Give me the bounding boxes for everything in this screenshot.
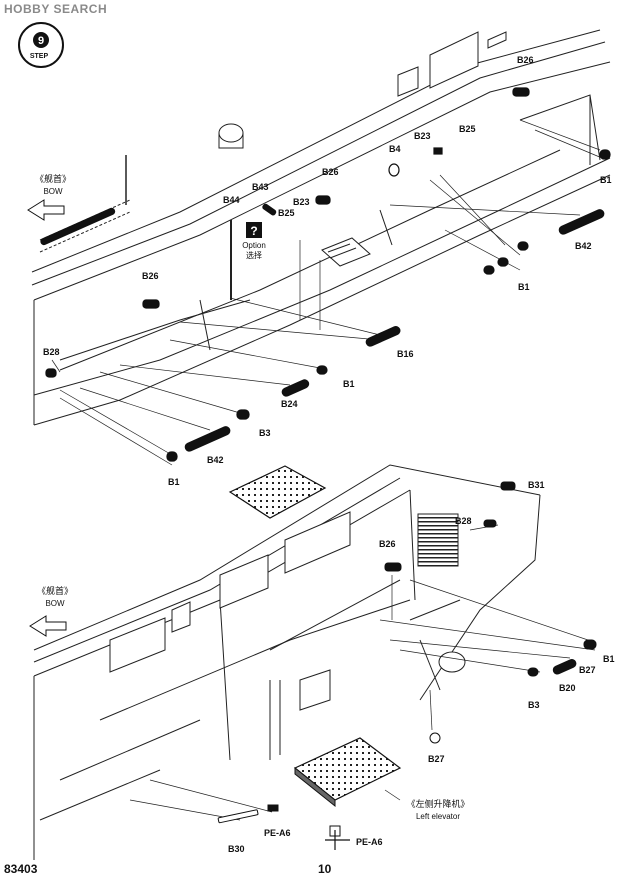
step-label: STEP xyxy=(30,53,49,60)
part-label: B44 xyxy=(223,195,240,205)
part-label: B25 xyxy=(278,208,295,218)
part-label: B42 xyxy=(207,455,224,465)
part-label: B24 xyxy=(281,399,298,409)
part-label: B1 xyxy=(600,175,612,185)
part-labels-lower: B31 B28 B26 B1 B27 B20 B3 B27 PE-A6 B30 … xyxy=(228,480,615,854)
part-label: B30 xyxy=(228,844,245,854)
part-label: B1 xyxy=(518,282,530,292)
bow-english-upper: BOW xyxy=(43,187,63,196)
part-label: PE-A6 xyxy=(264,828,291,838)
part-label: B43 xyxy=(252,182,269,192)
part-label: B4 xyxy=(389,144,401,154)
part-label: B27 xyxy=(579,665,596,675)
bow-arrow-icon xyxy=(29,615,67,637)
part-label: B26 xyxy=(142,271,159,281)
part-label: B3 xyxy=(528,700,540,710)
part-label: B1 xyxy=(343,379,355,389)
option-chinese: 选择 xyxy=(246,250,262,260)
upper-leader-lines xyxy=(51,119,603,466)
product-code: 83403 xyxy=(4,862,38,876)
deck-grid-panels xyxy=(228,465,402,808)
watermark: HOBBY SEARCH xyxy=(4,2,108,16)
part-strips-upper xyxy=(40,87,611,462)
part-label: B25 xyxy=(459,124,476,134)
part-label: B23 xyxy=(293,197,310,207)
part-label: B42 xyxy=(575,241,592,251)
step-badge: 9 STEP xyxy=(18,22,64,68)
part-label: B31 xyxy=(528,480,545,490)
part-label: B28 xyxy=(455,516,472,526)
part-label: B26 xyxy=(517,55,534,65)
svg-text:?: ? xyxy=(250,224,257,238)
part-label: B1 xyxy=(603,654,615,664)
bow-chinese-upper: 《舰首》 xyxy=(35,173,71,184)
bow-english-lower: BOW xyxy=(45,599,65,608)
part-label: B26 xyxy=(379,539,396,549)
part-label: B27 xyxy=(428,754,445,764)
part-label: B3 xyxy=(259,428,271,438)
part-label: B16 xyxy=(397,349,414,359)
part-label: PE-A6 xyxy=(356,837,383,847)
elevator-chinese: 《左侧升降机》 xyxy=(406,798,469,809)
part-label: B28 xyxy=(43,347,60,357)
part-strips-lower xyxy=(217,481,597,850)
option-label: Option xyxy=(242,241,266,250)
step-number: 9 xyxy=(38,35,44,47)
lower-leader-lines xyxy=(129,524,596,821)
part-label: B26 xyxy=(322,167,339,177)
upper-hull-drawing xyxy=(31,29,611,426)
bow-chinese-lower: 《舰首》 xyxy=(37,585,73,596)
option-icon: ? xyxy=(246,222,262,238)
elevator-english: Left elevator xyxy=(416,812,460,821)
part-label: B20 xyxy=(559,683,576,693)
part-label: B1 xyxy=(168,477,180,487)
part-labels-upper: B26 B23 B25 B4 B1 B42 B1 B43 B44 B23 B25… xyxy=(43,55,612,487)
part-label: B23 xyxy=(414,131,431,141)
page-number: 10 xyxy=(318,862,332,876)
bow-arrow-icon xyxy=(27,199,65,221)
